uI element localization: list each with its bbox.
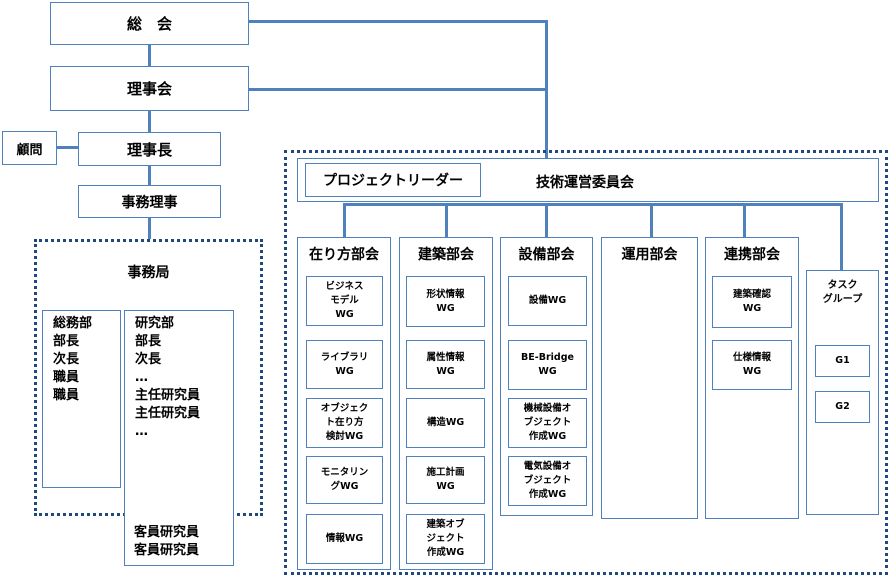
connector <box>545 20 548 160</box>
working-group-box: 電気設備オ ブジェクト 作成WG <box>508 456 587 506</box>
guest-researchers-list: 客員研究員客員研究員 <box>134 524 199 560</box>
working-group-box: モニタリン グWG <box>306 456 383 504</box>
chair-box: 理事長 <box>78 132 221 166</box>
board-box: 理事会 <box>50 66 249 111</box>
general-meeting-box: 総 会 <box>50 2 249 45</box>
connector <box>445 203 448 237</box>
connector <box>56 146 78 149</box>
research-item: … <box>135 370 148 385</box>
general-affairs-item: 職員 <box>53 370 80 385</box>
advisor-box: 顧問 <box>2 131 57 165</box>
general-affairs-item: 職員 <box>53 388 80 403</box>
secretary-general-box: 事務理事 <box>78 185 221 218</box>
technical-committee-label: 技術運営委員会 <box>536 175 634 191</box>
chair-label: 理事長 <box>126 140 172 159</box>
department-title: 建築部会 <box>418 247 474 263</box>
research-item: 主任研究員 <box>135 406 201 421</box>
general-affairs-item: 部長 <box>53 334 80 349</box>
connector <box>650 203 653 237</box>
department-title: 運用部会 <box>621 247 678 263</box>
working-group-box: ライブラリ WG <box>306 340 383 389</box>
working-group-box: ビジネス モデル WG <box>306 276 383 326</box>
department-box: 運用部会 <box>601 237 698 519</box>
working-group-box: 仕様情報 WG <box>712 340 792 390</box>
project-leader-box: プロジェクトリーダー <box>305 163 481 197</box>
research-column: 研究部部長次長…主任研究員主任研究員… <box>124 310 234 566</box>
connector <box>743 203 746 237</box>
guest-researcher-item: 客員研究員 <box>134 543 200 558</box>
general-affairs-item: 次長 <box>53 352 80 367</box>
research-item: 研究部 <box>135 316 175 331</box>
connector <box>840 203 843 271</box>
working-group-box: 機械設備オ ブジェクト 作成WG <box>508 398 587 448</box>
advisor-label: 顧問 <box>16 142 43 158</box>
working-group-box: BE-Bridge WG <box>508 340 587 390</box>
research-item: 次長 <box>135 352 162 367</box>
connector <box>148 110 151 132</box>
board-label: 理事会 <box>126 80 172 98</box>
working-group-box: 建築オブ ジェクト 作成WG <box>406 514 485 564</box>
secretariat-title: 事務局 <box>127 265 170 281</box>
connector <box>248 20 547 23</box>
general-affairs-item: 総務部 <box>53 316 93 331</box>
connector <box>248 88 547 91</box>
department-title: 連携部会 <box>724 247 780 263</box>
working-group-box: 施工計画 WG <box>406 456 485 504</box>
general-affairs-column: 総務部部長次長職員職員 <box>42 310 121 488</box>
working-group-box: 属性情報 WG <box>406 340 485 389</box>
research-item: 主任研究員 <box>135 388 201 403</box>
connector <box>148 217 151 239</box>
secretary-general-label: 事務理事 <box>121 194 178 211</box>
department-title: タスク グループ <box>822 280 863 305</box>
working-group-box: G1 <box>815 345 870 377</box>
connector <box>343 203 843 206</box>
working-group-box: 設備WG <box>508 276 587 326</box>
working-group-box: G2 <box>815 391 870 423</box>
working-group-box: オブジェク ト在り方 検討WG <box>306 398 383 448</box>
connector <box>343 203 346 237</box>
working-group-box: 形状情報 WG <box>406 276 485 327</box>
technical-committee-frame <box>284 150 888 575</box>
research-item: … <box>135 424 148 439</box>
connector <box>148 44 151 66</box>
department-title: 在り方部会 <box>309 247 379 263</box>
general-meeting-label: 総 会 <box>126 15 172 33</box>
connector <box>545 203 548 237</box>
project-leader-label: プロジェクトリーダー <box>323 173 463 189</box>
department-title: 設備部会 <box>518 247 575 263</box>
working-group-box: 情報WG <box>306 514 383 564</box>
working-group-box: 構造WG <box>406 398 485 448</box>
guest-researcher-item: 客員研究員 <box>134 525 200 540</box>
working-group-box: 建築確認 WG <box>712 276 792 328</box>
connector <box>148 165 151 185</box>
research-item: 部長 <box>135 334 162 349</box>
